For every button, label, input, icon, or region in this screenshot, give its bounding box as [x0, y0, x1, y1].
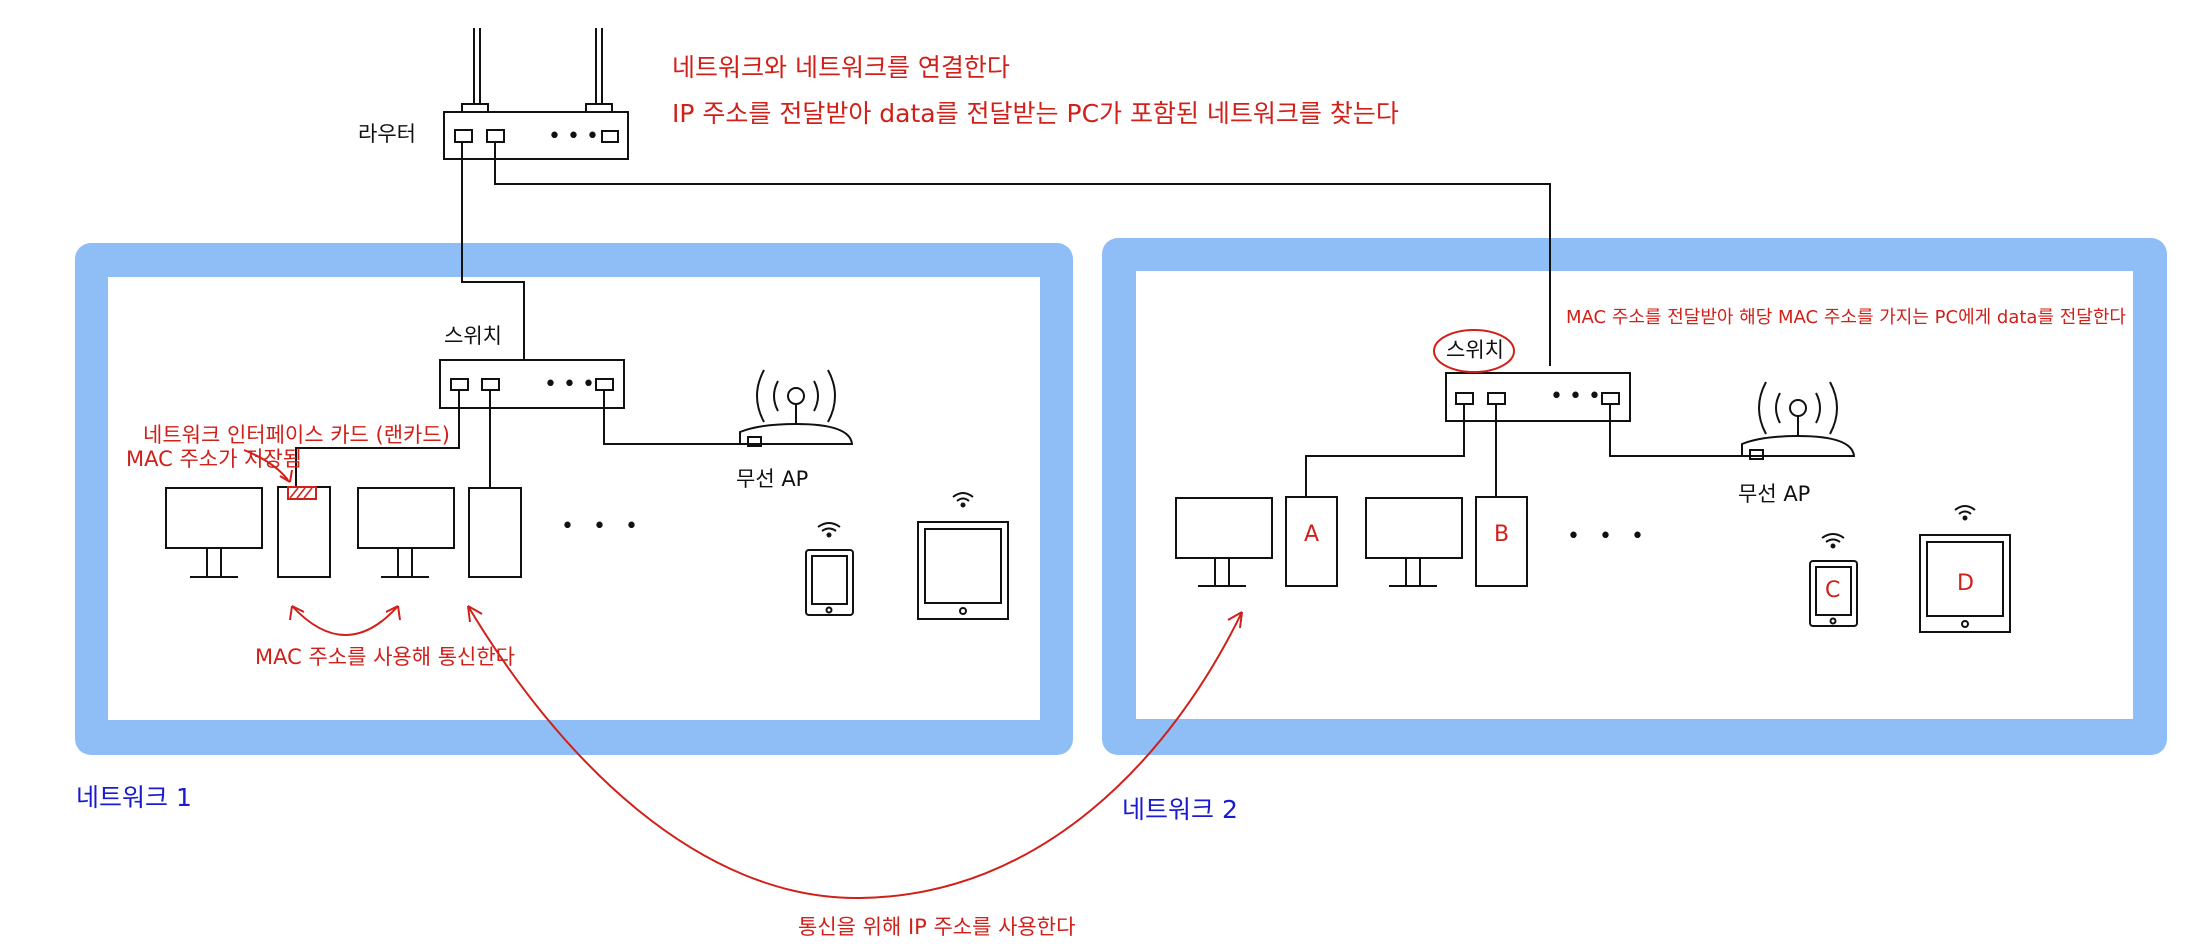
wifi-icon	[952, 492, 974, 508]
switch-2-dots: •••	[1550, 384, 1607, 409]
mac-comm-arrowhead-right	[385, 605, 401, 621]
monitor-icon	[165, 487, 263, 578]
router-label: 라우터	[358, 122, 416, 146]
switch-2-annotation: MAC 주소를 전달받아 해당 MAC 주소를 가지는 PC에게 data를 전…	[1566, 307, 2126, 328]
router-annotation-connect: 네트워크와 네트워크를 연결한다	[672, 53, 1010, 82]
device-d-label: D	[1957, 571, 1974, 596]
monitor-icon	[1175, 497, 1273, 587]
router-annotation-find-network: IP 주소를 전달받아 data를 전달받는 PC가 포함된 네트워크를 찾는다	[672, 99, 1399, 128]
ip-comm-arrowhead-right	[1227, 611, 1243, 629]
device-a-label: A	[1304, 522, 1319, 547]
wifi-icon	[1821, 533, 1845, 549]
ip-comm-arrow	[467, 605, 1243, 900]
mac-comm-arrowhead-left	[289, 605, 305, 621]
network-2-label: 네트워크 2	[1122, 795, 1238, 824]
pc-tower-a-icon	[1285, 496, 1338, 587]
nic-arrowhead	[279, 469, 293, 483]
mac-stored-label: MAC 주소가 저장됨	[126, 447, 302, 471]
pc-tower-icon	[277, 486, 331, 578]
nic-pointer-arrow	[243, 449, 289, 481]
wifi-icon	[817, 522, 841, 538]
pc-tower-icon	[468, 487, 522, 578]
nic-label: 네트워크 인터페이스 카드 (랜카드)	[143, 423, 450, 447]
network-1-more-devices: • • •	[561, 514, 644, 539]
tablet-icon	[917, 521, 1009, 620]
wifi-icon	[1954, 505, 1976, 521]
ap-2-label: 무선 AP	[1738, 482, 1810, 506]
network-2-more-devices: • • •	[1567, 524, 1650, 549]
switch-2-label: 스위치	[1446, 338, 1504, 362]
monitor-icon	[357, 487, 455, 578]
switch-1	[439, 359, 625, 409]
ip-comm-arrowhead-left	[467, 605, 483, 623]
switch-1-label: 스위치	[444, 324, 502, 348]
monitor-icon	[1365, 497, 1463, 587]
router-dots: •••	[548, 124, 605, 149]
pc-tower-b-icon	[1475, 496, 1528, 587]
switch-1-links	[295, 390, 740, 488]
network-1-box	[75, 243, 1073, 755]
switch-2-links	[1305, 404, 1742, 497]
router-antenna-icon	[1741, 381, 1856, 460]
router-device	[443, 28, 629, 160]
device-b-label: B	[1494, 522, 1509, 547]
switch-2-highlight-circle	[1433, 329, 1515, 373]
tablet-d-icon	[1919, 534, 2011, 633]
smartphone-c-icon	[1809, 560, 1858, 627]
ip-comm-label: 통신을 위해 IP 주소를 사용한다	[798, 915, 1075, 939]
switch-1-dots: •••	[544, 372, 601, 397]
network-2-box	[1102, 238, 2167, 755]
mac-comm-arrow	[291, 605, 399, 636]
router-links	[461, 142, 1551, 366]
smartphone-icon	[805, 549, 854, 616]
router-antenna-icon	[739, 369, 854, 447]
mac-comm-label: MAC 주소를 사용해 통신한다	[255, 645, 515, 669]
network-1-label: 네트워크 1	[76, 783, 192, 812]
ap-1-label: 무선 AP	[736, 467, 808, 491]
device-c-label: C	[1825, 578, 1840, 603]
